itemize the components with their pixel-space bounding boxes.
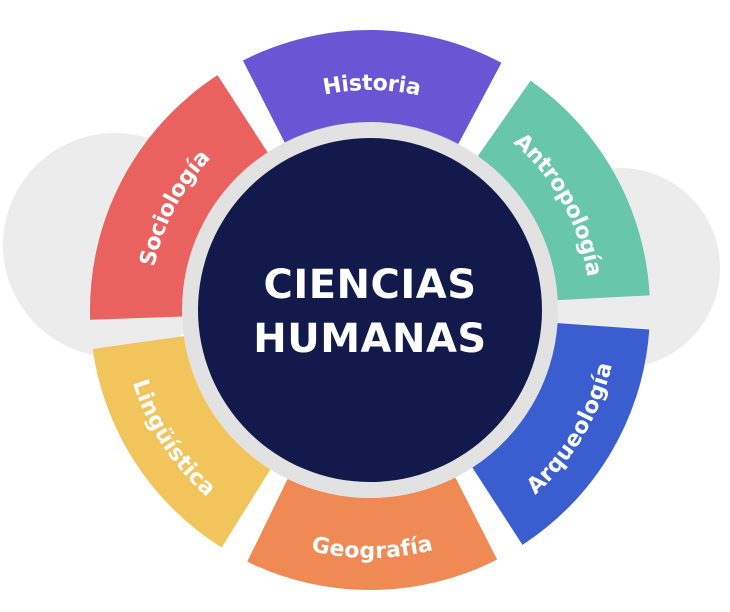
segment-3 bbox=[247, 477, 498, 590]
segment-0 bbox=[242, 30, 502, 145]
segment-1 bbox=[477, 80, 650, 301]
center-title-line1: CIENCIAS bbox=[263, 262, 476, 308]
discipline-segments: HistoriaAntropologíaArqueologíaGeografía… bbox=[90, 30, 650, 590]
center-title-line2: HUMANAS bbox=[253, 316, 486, 362]
center-circle bbox=[198, 138, 542, 482]
segment-5 bbox=[90, 75, 268, 320]
segment-2 bbox=[472, 323, 650, 545]
segment-4 bbox=[92, 336, 271, 548]
